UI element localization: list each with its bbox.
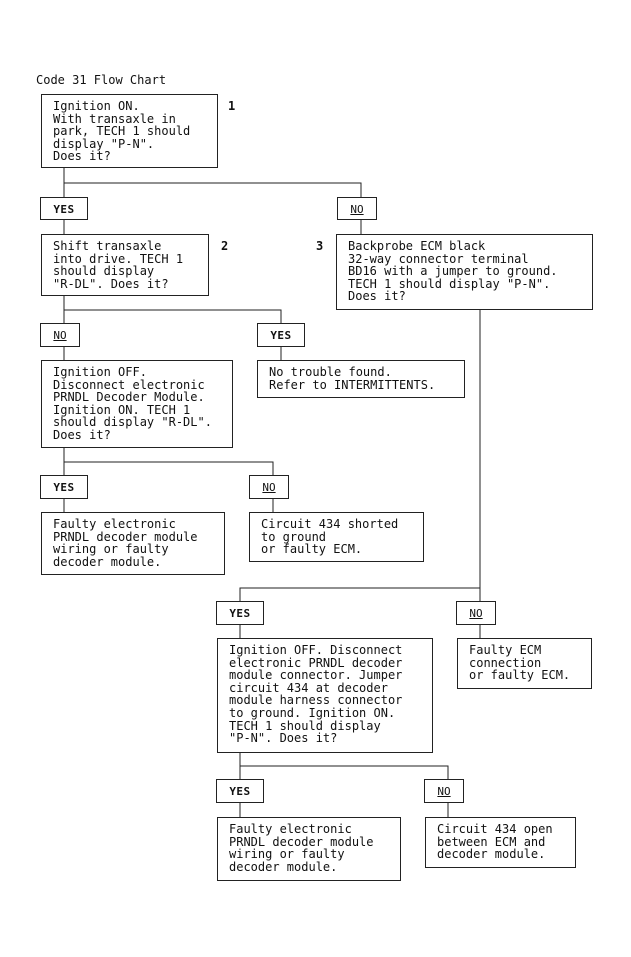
- connector-3-branch: [239, 310, 481, 601]
- step-number-1: 1: [228, 99, 236, 113]
- connector-1-branch: [63, 168, 362, 197]
- yes-label-1: YES: [40, 197, 88, 220]
- no-label-5: NO: [424, 779, 464, 803]
- yes-label-5: YES: [216, 779, 264, 803]
- yes-label-2: YES: [257, 323, 305, 347]
- yes-label-4: YES: [216, 601, 264, 625]
- step-number-3: 3: [316, 239, 324, 253]
- yes-label-3: YES: [40, 475, 88, 499]
- decision-box-4: Ignition OFF. Disconnect electronic PRND…: [41, 360, 233, 448]
- result-box-10: Faulty electronic PRNDL decoder module w…: [217, 817, 401, 881]
- result-box-11: Circuit 434 open between ECM and decoder…: [425, 817, 576, 868]
- decision-box-2: Shift transaxle into drive. TECH 1 shoul…: [41, 234, 209, 296]
- result-box-9: Faulty ECM connection or faulty ECM.: [457, 638, 592, 689]
- chart-title: Code 31 Flow Chart: [36, 73, 167, 87]
- no-label-1: NO: [337, 197, 377, 220]
- result-box-6: Faulty electronic PRNDL decoder module w…: [41, 512, 225, 575]
- result-box-7: Circuit 434 shorted to ground or faulty …: [249, 512, 424, 562]
- decision-box-3: Backprobe ECM black 32-way connector ter…: [336, 234, 593, 310]
- connector-2-branch: [63, 296, 282, 323]
- no-label-4: NO: [456, 601, 496, 625]
- no-label-2: NO: [40, 323, 80, 347]
- no-label-3: NO: [249, 475, 289, 499]
- decision-box-8: Ignition OFF. Disconnect electronic PRND…: [217, 638, 433, 753]
- connector-4-branch: [63, 448, 274, 475]
- result-box-5: No trouble found. Refer to INTERMITTENTS…: [257, 360, 465, 398]
- step-number-2: 2: [221, 239, 229, 253]
- connector-8-branch: [239, 753, 449, 779]
- decision-box-1: Ignition ON. With transaxle in park, TEC…: [41, 94, 218, 168]
